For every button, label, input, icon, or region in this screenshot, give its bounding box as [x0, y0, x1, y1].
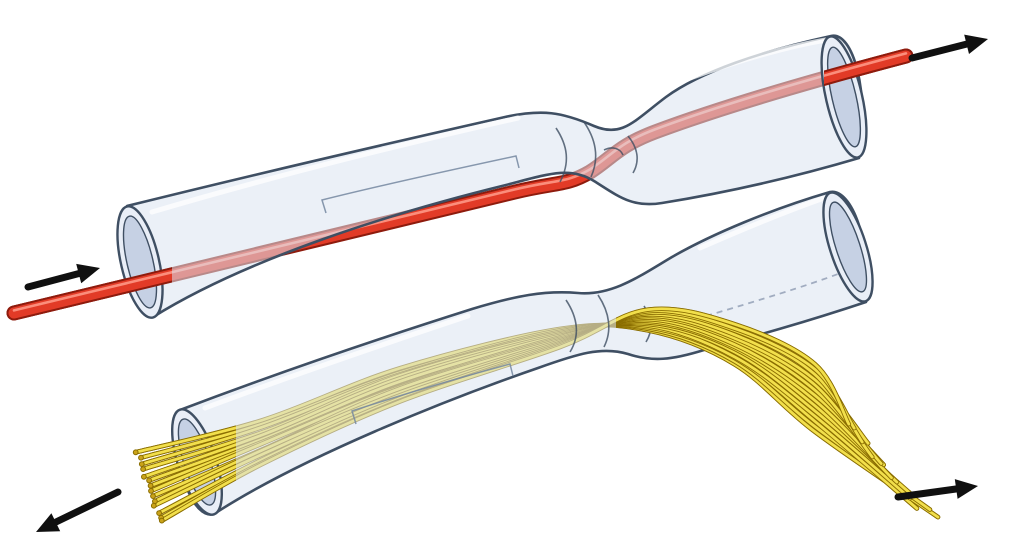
fiber-cut-end	[150, 502, 157, 509]
arrow-shaft	[52, 488, 122, 526]
arrow-top-left	[24, 263, 100, 291]
fiber-cut-ends	[132, 449, 165, 524]
hidden-line	[705, 273, 839, 317]
fiber-cut-end	[140, 466, 147, 473]
arrow-bottom-right	[894, 479, 978, 501]
arrow-shaft	[24, 270, 83, 291]
fiber-cut-end	[158, 517, 165, 524]
crease-swirl	[603, 147, 624, 156]
arrow-head	[964, 34, 988, 54]
arrow-top-right	[908, 34, 988, 62]
arrow-head	[954, 479, 978, 499]
top-tube-sheen-right	[687, 37, 829, 81]
arrow-head	[76, 263, 100, 284]
fiber-cut-end	[132, 449, 139, 456]
arrow-head	[36, 513, 61, 532]
bottom-tube-sheen-right	[697, 195, 827, 251]
crease-line	[627, 135, 638, 174]
fiber-cut-end	[138, 461, 145, 468]
top-tube-sheen-left	[149, 115, 521, 215]
fiber-cut-end	[150, 493, 156, 500]
bottom-tube-right-mouth	[822, 191, 874, 303]
top-tube-kink-creases	[555, 121, 638, 183]
mouth-inner-wall	[828, 201, 868, 293]
fiber-cut-end	[146, 477, 153, 484]
fiber-cut-end	[148, 488, 154, 494]
bottom-tube-sheen-left	[202, 313, 471, 411]
crease-line	[555, 127, 568, 183]
top-tube-assembly	[6, 34, 914, 321]
arrow-shaft	[894, 485, 960, 501]
fiber-cut-end	[138, 454, 144, 461]
crease-line	[583, 121, 597, 178]
bottom-tube-assembly	[132, 190, 941, 524]
arrow-shaft	[908, 40, 971, 62]
fiber-cut-end	[147, 482, 154, 489]
bottom-tube-seam-line	[351, 363, 514, 425]
fiber-cut-end	[156, 510, 163, 516]
crease-line	[565, 299, 578, 353]
top-tube-seam-line	[321, 155, 520, 214]
crease-line	[597, 294, 610, 348]
direction-arrows	[24, 34, 988, 532]
fiber-cut-end	[141, 473, 147, 480]
arrow-bottom-left	[36, 488, 122, 532]
